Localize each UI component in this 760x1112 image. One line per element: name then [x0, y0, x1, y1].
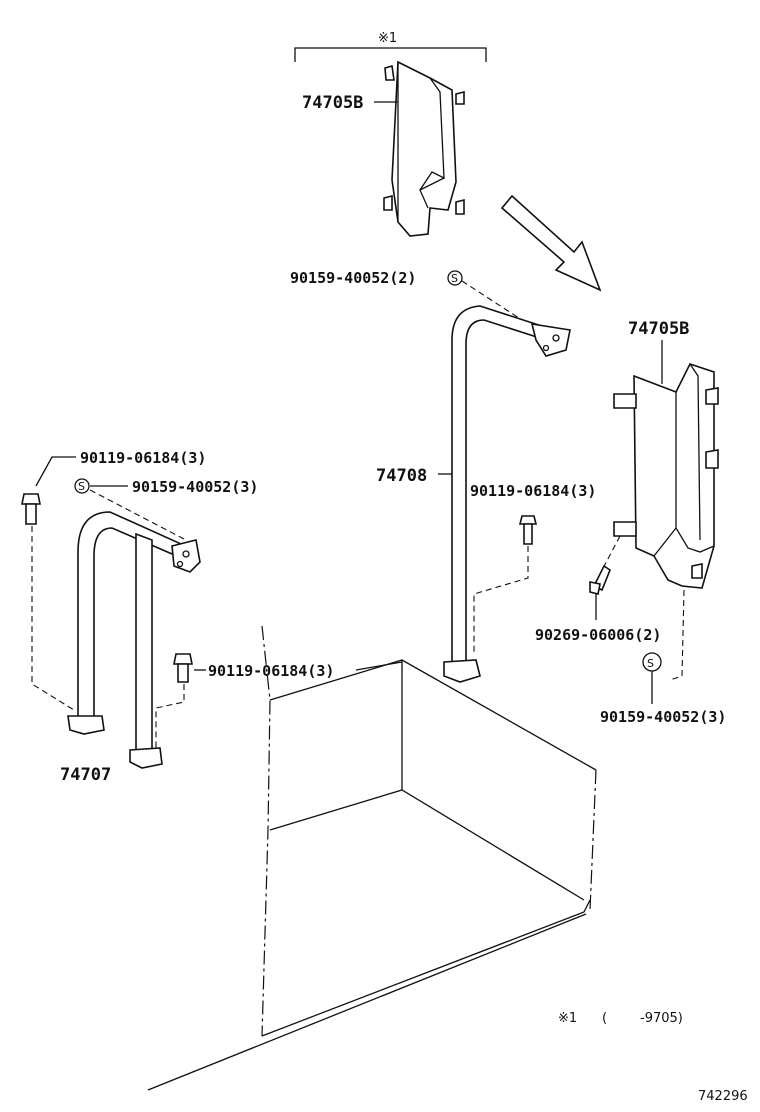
note-range: -9705) [640, 1011, 683, 1026]
clip-right[interactable] [589, 564, 611, 595]
label-bolt-lower: 90119-06184(3) [208, 662, 334, 680]
leader-bolt-left-dash [31, 526, 75, 711]
bolt-lower[interactable] [173, 653, 193, 683]
heat-shield-top[interactable] [383, 60, 465, 237]
s-symbol-top: S [447, 270, 463, 286]
label-nut-right: 90159-40052(3) [600, 708, 726, 726]
note-bracket-top: ※1 [294, 31, 487, 62]
label-handle-short: 74707 [60, 765, 111, 785]
leader-nut-left-dash [89, 489, 187, 541]
note-mark-top: ※1 [378, 31, 397, 46]
label-bolt-mid: 90119-06184(3) [470, 482, 596, 500]
leader-bolt-lower-right [355, 661, 403, 671]
label-shield-right: 74705B [628, 319, 689, 339]
note-paren-open: ( [602, 1011, 607, 1026]
label-shield-top: 74705B [302, 93, 363, 113]
leader-nut-right-dash [669, 589, 685, 681]
label-clip-right: 90269-06006(2) [535, 626, 661, 644]
label-handle-tall: 74708 [376, 466, 427, 486]
bolt-mid[interactable] [518, 515, 538, 545]
s-symbol-left: S [74, 478, 90, 494]
note-mark-bottom: ※1 [558, 1011, 577, 1026]
label-nut-left: 90159-40052(3) [132, 478, 258, 496]
handle-short[interactable] [67, 511, 201, 769]
s-symbol-right: S [642, 652, 662, 672]
heat-shield-right[interactable] [613, 363, 719, 589]
diagram-code: 742296 [698, 1089, 748, 1104]
svg-text:S: S [451, 272, 458, 285]
svg-text:S: S [78, 480, 85, 493]
bolt-left[interactable] [21, 493, 41, 525]
handle-tall[interactable] [443, 305, 571, 683]
truck-bed [147, 625, 597, 1091]
svg-text:S: S [647, 657, 654, 670]
label-bolt-left: 90119-06184(3) [80, 449, 206, 467]
direction-arrow [500, 194, 602, 292]
label-nut-top: 90159-40052(2) [290, 269, 416, 287]
leader-bolt-mid [473, 546, 529, 652]
leader-bolt-left [35, 456, 76, 487]
leader-bolt-lower-dash [155, 684, 185, 748]
